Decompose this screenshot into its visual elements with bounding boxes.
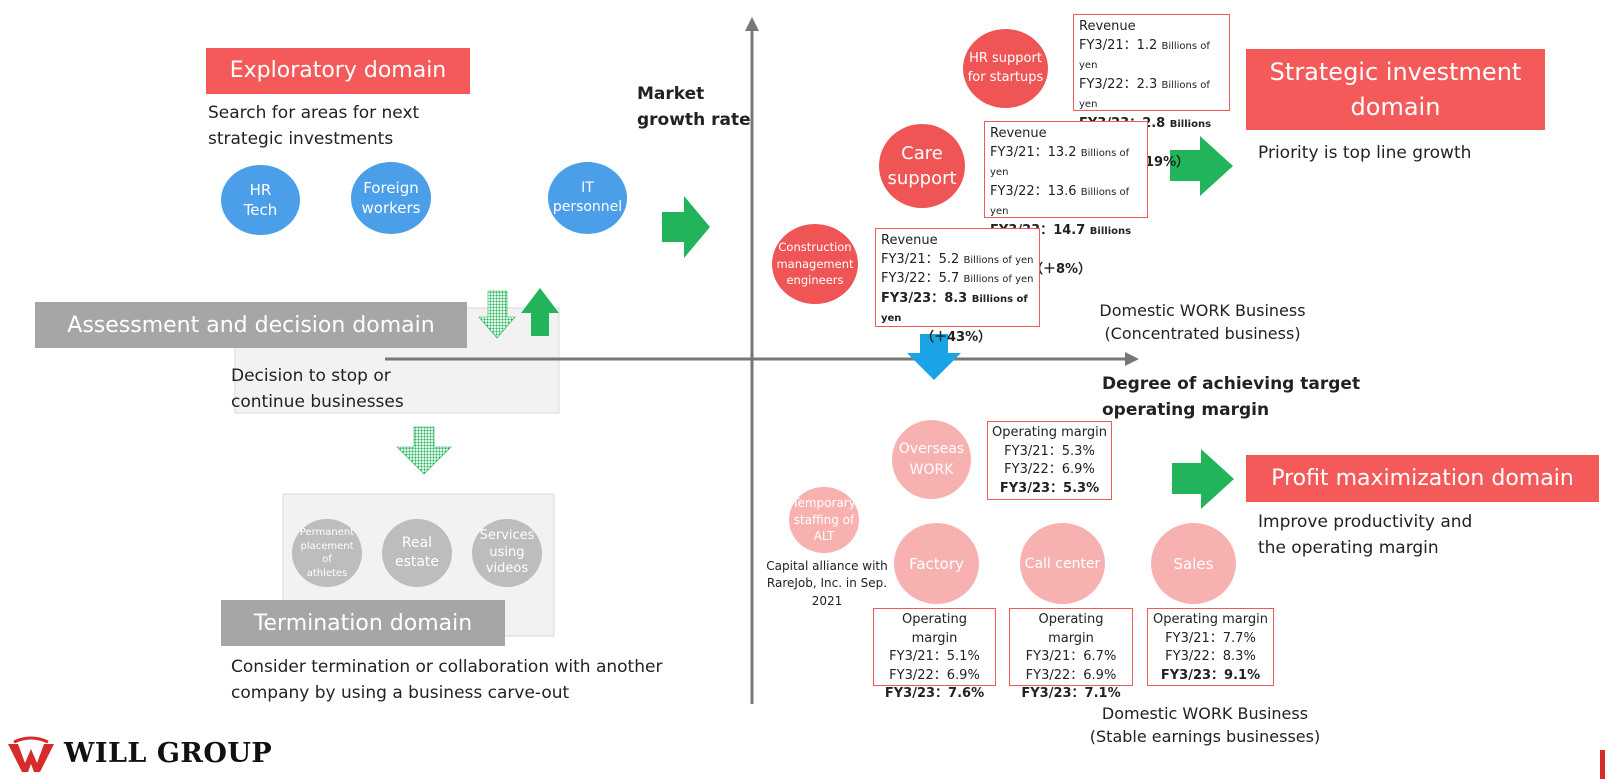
margin-row: FY3/22：6.9% bbox=[1004, 462, 1095, 477]
arrow-down-dotted-icon bbox=[396, 426, 452, 475]
margin-row: FY3/21：5.3% bbox=[1004, 443, 1095, 459]
arrow-up-icon bbox=[521, 288, 559, 336]
revenue-unit: Billions of yen bbox=[990, 186, 1130, 218]
revenue-unit: Billions of yen bbox=[1079, 40, 1210, 72]
will-group-logo-text: WILL GROUP bbox=[64, 738, 273, 769]
revenue-header: Revenue bbox=[990, 126, 1047, 141]
margin-row: FY3/23：7.6% bbox=[884, 686, 985, 701]
y-axis-label: Market growth rate bbox=[637, 84, 751, 130]
margin-row: FY3/21：5.1% bbox=[889, 649, 980, 664]
margin-header: Operating margin bbox=[992, 425, 1107, 440]
business-circle-overseas-work: Overseas WORK bbox=[892, 420, 971, 499]
revenue-value: 2.3 bbox=[1136, 76, 1158, 92]
revenue-growth: （＋43%） bbox=[921, 329, 992, 345]
fy-label: FY3/22： bbox=[1079, 76, 1137, 92]
termination-domain-description: Consider termination or collaboration wi… bbox=[231, 657, 663, 703]
margin-box-overseas: Operating margin FY3/21：5.3% FY3/22：6.9%… bbox=[987, 421, 1112, 500]
revenue-header: Revenue bbox=[881, 233, 938, 248]
revenue-unit: Billions of yen bbox=[1079, 79, 1210, 111]
alt-alliance-note: Capital alliance with RareJob, Inc. in S… bbox=[766, 559, 888, 608]
business-circle-hr-support-startups: HR support for startups bbox=[963, 29, 1048, 108]
y-axis-arrowhead bbox=[745, 17, 759, 31]
margin-header: Operating margin bbox=[902, 612, 967, 646]
x-axis-label: Degree of achieving target operating mar… bbox=[1102, 374, 1361, 420]
profit-domain-description: Improve productivity and the operating m… bbox=[1258, 512, 1473, 558]
business-circle-hr-tech: HR Tech bbox=[221, 165, 300, 235]
margin-row: FY3/23：7.1% bbox=[1021, 686, 1121, 701]
business-circle-call-center: Call center bbox=[1020, 523, 1105, 604]
revenue-box-care-support: Revenue FY3/21：13.2 Billions of yen FY3/… bbox=[984, 121, 1148, 277]
margin-row: FY3/23：5.3% bbox=[999, 480, 1100, 496]
revenue-box-hr-support: Revenue FY3/21：1.2 Billions of yen FY3/2… bbox=[1073, 14, 1230, 170]
revenue-box-construction: Revenue FY3/21：5.2 Billions of yen FY3/2… bbox=[875, 228, 1040, 345]
business-circle-video-services: Services using videos bbox=[472, 519, 542, 587]
fy-label: FY3/21： bbox=[990, 144, 1048, 160]
arrow-right-icon bbox=[662, 196, 710, 258]
revenue-value: 13.6 bbox=[1047, 183, 1077, 199]
revenue-value: 8.3 bbox=[944, 290, 968, 306]
revenue-value: 13.2 bbox=[1047, 144, 1077, 160]
fy-label: FY3/23： bbox=[881, 290, 945, 306]
margin-row: FY3/22：6.9% bbox=[889, 667, 980, 683]
arrow-right-icon bbox=[1172, 449, 1234, 509]
revenue-unit: Billions of yen bbox=[990, 147, 1130, 179]
margin-box-factory: Operating margin FY3/21：5.1% FY3/22：6.9%… bbox=[873, 608, 996, 701]
business-circle-alt-staffing: Temporary staffing of ALT bbox=[789, 487, 859, 553]
business-circle-care-support: Care support bbox=[879, 124, 965, 208]
exploratory-domain-title: Exploratory domain bbox=[206, 48, 470, 94]
business-circle-foreign-workers: Foreign workers bbox=[351, 162, 431, 234]
revenue-growth: （＋8%） bbox=[1030, 261, 1092, 277]
revenue-value: 14.7 bbox=[1053, 222, 1086, 238]
business-circle-athletes-placement: Permanent placement of athletes bbox=[292, 519, 362, 587]
arrow-down-dotted-icon bbox=[478, 290, 516, 339]
assessment-domain-title: Assessment and decision domain bbox=[35, 302, 467, 348]
exploratory-domain-description: Search for areas for next strategic inve… bbox=[208, 103, 420, 149]
revenue-unit: Billions of yen bbox=[881, 293, 1028, 325]
business-circle-sales: Sales bbox=[1151, 523, 1236, 604]
margin-row: FY3/22：6.9% bbox=[1025, 667, 1117, 683]
arrow-down-icon bbox=[907, 334, 961, 380]
margin-row: FY3/22：8.3% bbox=[1165, 649, 1256, 664]
fy-label: FY3/22： bbox=[990, 183, 1048, 199]
revenue-value: 5.2 bbox=[938, 251, 960, 267]
revenue-header: Revenue bbox=[1079, 19, 1136, 34]
x-axis-arrowhead bbox=[1125, 352, 1139, 366]
fy-label: FY3/21： bbox=[881, 251, 939, 267]
business-circle-construction-engineers: Construction management engineers bbox=[772, 224, 858, 304]
margin-header: Operating margin bbox=[1153, 612, 1268, 627]
margin-box-call-center: Operating margin FY3/21：6.7% FY3/22：6.9%… bbox=[1009, 608, 1133, 701]
strategic-domain-title: Strategic investment domain bbox=[1246, 49, 1545, 130]
business-circle-factory: Factory bbox=[894, 523, 979, 604]
margin-row: FY3/21：7.7% bbox=[1165, 630, 1256, 646]
assessment-domain-description: Decision to stop or continue businesses bbox=[231, 366, 404, 412]
business-circle-real-estate: Real estate bbox=[382, 519, 452, 587]
fy-label: FY3/21： bbox=[1079, 37, 1137, 53]
margin-box-sales: Operating margin FY3/21：7.7% FY3/22：8.3%… bbox=[1147, 608, 1274, 686]
profit-domain-title: Profit maximization domain bbox=[1246, 455, 1599, 502]
revenue-unit: Billions of yen bbox=[963, 274, 1034, 285]
revenue-unit: Billions of yen bbox=[963, 254, 1034, 266]
business-circle-it-personnel: IT personnel bbox=[548, 162, 627, 234]
will-group-logo-icon bbox=[8, 736, 54, 772]
revenue-value: 1.2 bbox=[1136, 37, 1158, 53]
concentrated-business-label: Domestic WORK Business (Concentrated bus… bbox=[1099, 301, 1306, 344]
margin-row: FY3/23：9.1% bbox=[1160, 667, 1261, 683]
stable-business-label: Domestic WORK Business (Stable earnings … bbox=[1089, 704, 1321, 747]
page-edge-marker bbox=[1600, 750, 1605, 779]
arrow-right-icon bbox=[1170, 136, 1233, 196]
margin-header: Operating margin bbox=[1038, 612, 1104, 646]
strategic-domain-description: Priority is top line growth bbox=[1258, 143, 1472, 163]
revenue-value: 5.7 bbox=[938, 271, 960, 286]
fy-label: FY3/22： bbox=[881, 271, 939, 286]
margin-row: FY3/21：6.7% bbox=[1025, 649, 1117, 664]
termination-domain-title: Termination domain bbox=[221, 600, 505, 646]
